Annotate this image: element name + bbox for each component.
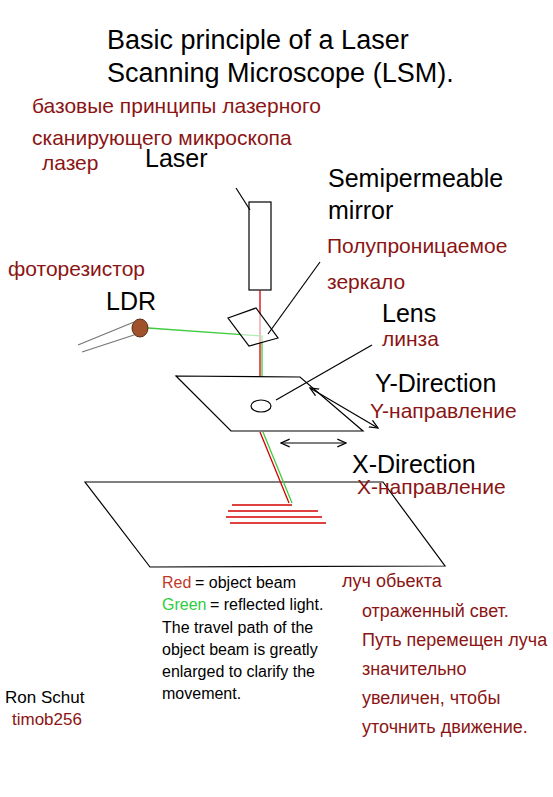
y-arrow xyxy=(310,388,378,428)
direction-label: X-Direction xyxy=(352,449,476,479)
legend-key: Green xyxy=(162,595,206,614)
part-label: Полупроницаемое зеркало xyxy=(327,228,549,300)
part-label: Semipermeable mirror xyxy=(328,162,543,226)
semipermeable-mirror xyxy=(228,308,278,346)
author: Ron Schut xyxy=(5,688,84,708)
part-label: линза xyxy=(382,326,439,351)
legend-text: = reflected light. xyxy=(210,595,323,614)
x-arrow xyxy=(281,442,346,443)
part-label: Lens xyxy=(382,298,436,328)
leader-line xyxy=(236,188,250,210)
part-label: фоторезистор xyxy=(8,256,145,281)
part-label: лазер xyxy=(42,150,98,175)
legend-key: Red xyxy=(162,573,191,592)
ldr-wire xyxy=(78,322,134,345)
part-label: Laser xyxy=(145,143,208,173)
title: Basic principle of a Laser Scanning Micr… xyxy=(107,24,527,90)
direction-label: Y-направление xyxy=(370,398,517,423)
scan-lines xyxy=(226,505,326,523)
object-beam xyxy=(260,432,289,503)
lens-plate xyxy=(176,376,363,431)
leader-line xyxy=(276,345,372,400)
direction-label: X-направление xyxy=(357,474,506,499)
legend-text: = object beam xyxy=(195,573,296,592)
laser-tube xyxy=(249,202,271,290)
ldr-wire xyxy=(82,334,137,352)
reflected-light xyxy=(263,432,292,503)
part-label: LDR xyxy=(106,286,156,316)
author: timob256 xyxy=(12,710,82,730)
note: отраженный свет. Путь перемещен луча зна… xyxy=(362,597,548,742)
lens xyxy=(251,400,271,412)
note: луч обьекта xyxy=(342,570,442,592)
note: The travel path of the object beam is gr… xyxy=(162,617,340,705)
ldr-sensor xyxy=(132,319,148,337)
direction-label: Y-Direction xyxy=(375,368,496,398)
leader-line xyxy=(268,262,320,334)
